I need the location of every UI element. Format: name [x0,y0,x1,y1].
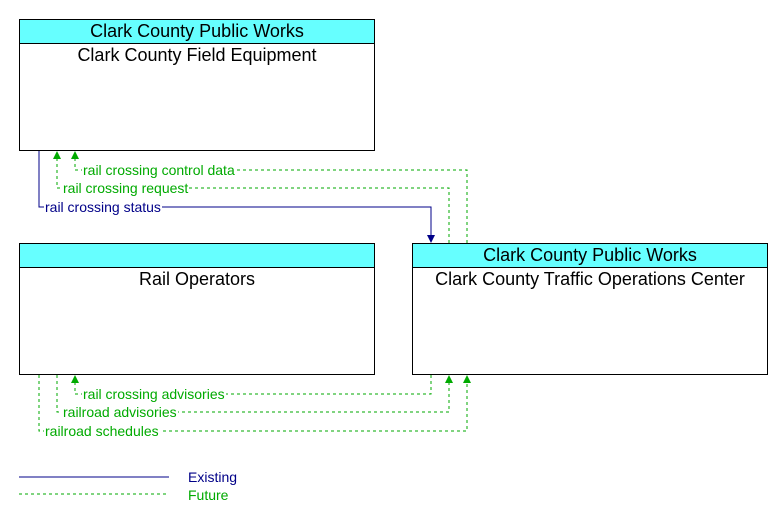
flow-label-rail-crossing-advisories: rail crossing advisories [82,386,226,402]
traffic-ops-name: Clark County Traffic Operations Center [435,269,745,289]
legend-existing-label: Existing [188,469,238,485]
legend-future-label: Future [188,487,229,503]
flow-label-rail-crossing-request: rail crossing request [62,180,190,196]
flow-line-railroad-advisories [56,375,453,413]
flow-line-railroad-schedules [38,375,471,432]
flow-line-rail-crossing-control-data [71,151,468,243]
flow-label-railroad-advisories: railroad advisories [62,404,178,420]
rail-operators-name: Rail Operators [138,269,256,289]
traffic-ops-header: Clark County Public Works [413,244,767,268]
traffic-ops-box: Clark County Public Works Clark County T… [412,243,768,375]
field-equipment-header: Clark County Public Works [20,20,374,44]
flow-line-rail-crossing-status [38,151,435,243]
flow-label-railroad-schedules: railroad schedules [44,423,160,439]
flow-label-rail-crossing-control-data: rail crossing control data [82,162,236,178]
rail-operators-box: Rail Operators [19,243,375,375]
flow-label-rail-crossing-status: rail crossing status [44,199,162,215]
rail-operators-header [20,244,374,268]
field-equipment-name: Clark County Field Equipment [77,45,317,65]
flow-line-rail-crossing-request [53,151,450,243]
field-equipment-box: Clark County Public Works Clark County F… [19,19,375,151]
